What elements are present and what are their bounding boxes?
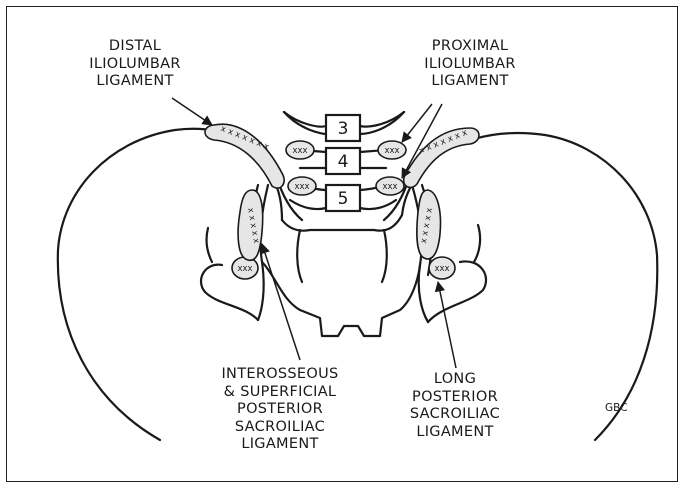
svg-text:xxx: xxx bbox=[382, 182, 397, 192]
long-posterior-arrow bbox=[438, 282, 456, 368]
svg-text:xxx: xxx bbox=[294, 182, 309, 192]
interosseous-arrow bbox=[262, 244, 300, 360]
proximal-iliolumbar-label: PROXIMAL ILIOLUMBAR LIGAMENT bbox=[395, 38, 545, 91]
interosseous-superficial-label: INTEROSSEOUS & SUPERFICIAL POSTERIOR SAC… bbox=[200, 366, 360, 454]
distal-iliolumbar-arrow bbox=[172, 98, 212, 125]
svg-text:xxx: xxx bbox=[434, 264, 449, 274]
svg-text:xxx: xxx bbox=[292, 146, 307, 156]
vertebra-l5-number: 5 bbox=[338, 189, 349, 209]
proximal-arrow-to-l4 bbox=[402, 104, 432, 142]
vertebra-l3-number: 3 bbox=[338, 119, 349, 139]
svg-text:xxx: xxx bbox=[384, 146, 399, 156]
svg-text:xxx: xxx bbox=[237, 264, 252, 274]
long-posterior-label: LONG POSTERIOR SACROILIAC LIGAMENT bbox=[395, 371, 515, 441]
illustrator-credit: GBC bbox=[605, 402, 628, 414]
vertebra-l4-number: 4 bbox=[338, 152, 349, 172]
distal-iliolumbar-label: DISTAL ILIOLUMBAR LIGAMENT bbox=[60, 38, 210, 91]
